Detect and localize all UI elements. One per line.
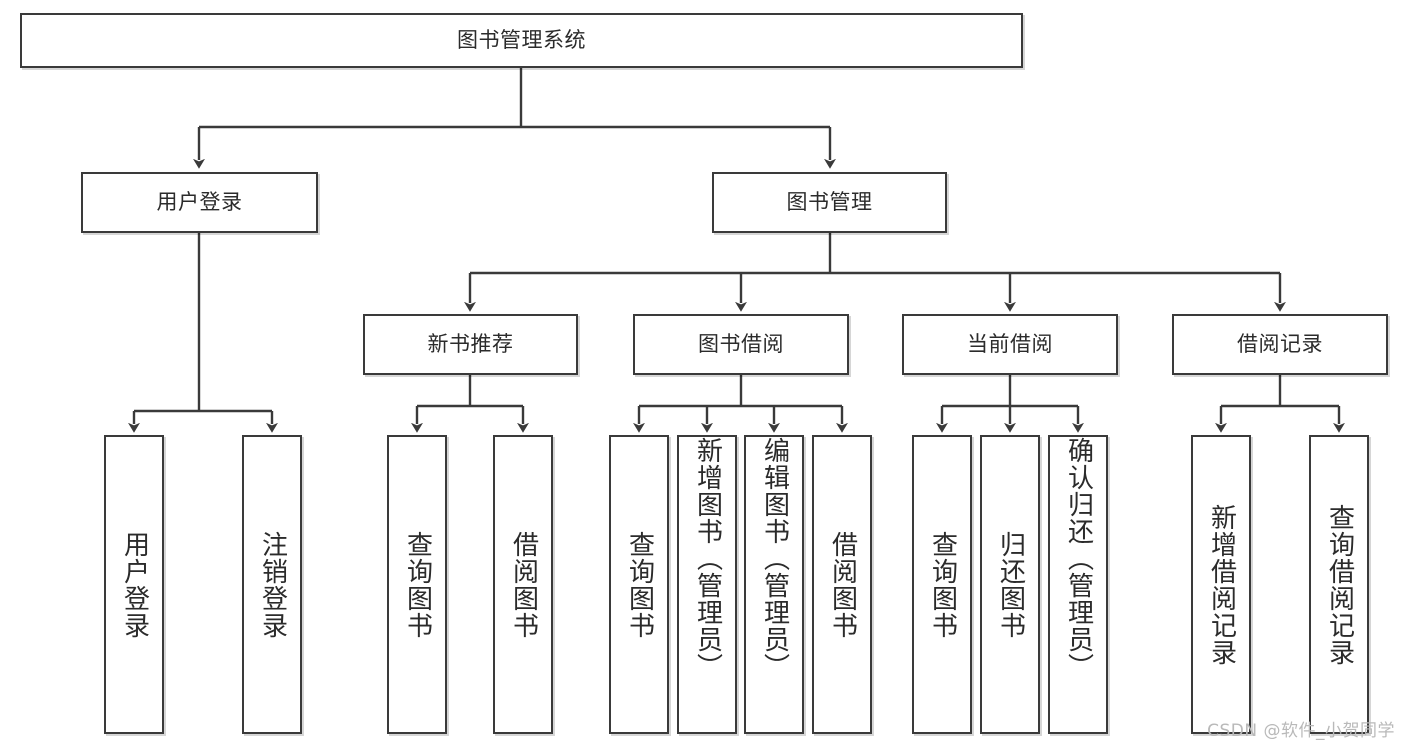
node-label: 当前借阅: [967, 332, 1053, 357]
node-label: 查询图书: [927, 530, 958, 639]
leaf-user-login[interactable]: 用户登录: [104, 435, 164, 734]
node-label: 查询借阅记录: [1324, 503, 1355, 666]
node-label: 查询图书: [402, 530, 433, 639]
node-label: 新增借阅记录: [1206, 503, 1237, 666]
leaf-user-logout[interactable]: 注销登录: [242, 435, 302, 734]
node-label: 图书借阅: [698, 332, 784, 357]
leaf-borrow-book[interactable]: 借阅图书: [812, 435, 872, 734]
node-label: 新书推荐: [427, 332, 514, 357]
node-label: 归还图书: [995, 530, 1026, 639]
node-root-system[interactable]: 图书管理系统: [20, 13, 1023, 68]
node-label: 借阅图书: [508, 530, 539, 639]
node-label: 图书管理系统: [457, 28, 586, 53]
node-current-borrow[interactable]: 当前借阅: [902, 314, 1118, 375]
node-new-book-recommendation[interactable]: 新书推荐: [363, 314, 578, 375]
node-borrow-record[interactable]: 借阅记录: [1172, 314, 1388, 375]
node-label: 查询图书: [624, 530, 655, 639]
leaf-borrow-book-recommendation[interactable]: 借阅图书: [493, 435, 553, 734]
leaf-query-book-borrow[interactable]: 查询图书: [609, 435, 669, 734]
leaf-query-borrow-record[interactable]: 查询借阅记录: [1309, 435, 1369, 734]
leaf-add-borrow-record[interactable]: 新增借阅记录: [1191, 435, 1251, 734]
node-book-management[interactable]: 图书管理: [712, 172, 947, 233]
node-label: 确认归还（管理员）: [1063, 437, 1094, 680]
leaf-query-book-recommendation[interactable]: 查询图书: [387, 435, 447, 734]
node-label: 新增图书（管理员）: [692, 437, 723, 680]
leaf-query-book-current[interactable]: 查询图书: [912, 435, 972, 734]
node-label: 用户登录: [119, 530, 150, 639]
node-book-borrow[interactable]: 图书借阅: [633, 314, 849, 375]
node-user-login[interactable]: 用户登录: [81, 172, 318, 233]
leaf-return-book[interactable]: 归还图书: [980, 435, 1040, 734]
leaf-confirm-return-admin[interactable]: 确认归还（管理员）: [1048, 435, 1108, 734]
node-label: 图书管理: [786, 190, 873, 215]
node-label: 用户登录: [156, 190, 243, 215]
node-label: 借阅图书: [827, 530, 858, 639]
node-label: 借阅记录: [1237, 332, 1323, 357]
node-label: 编辑图书（管理员）: [759, 437, 790, 680]
leaf-add-book-admin[interactable]: 新增图书（管理员）: [677, 435, 737, 734]
leaf-edit-book-admin[interactable]: 编辑图书（管理员）: [744, 435, 804, 734]
node-label: 注销登录: [257, 530, 288, 639]
